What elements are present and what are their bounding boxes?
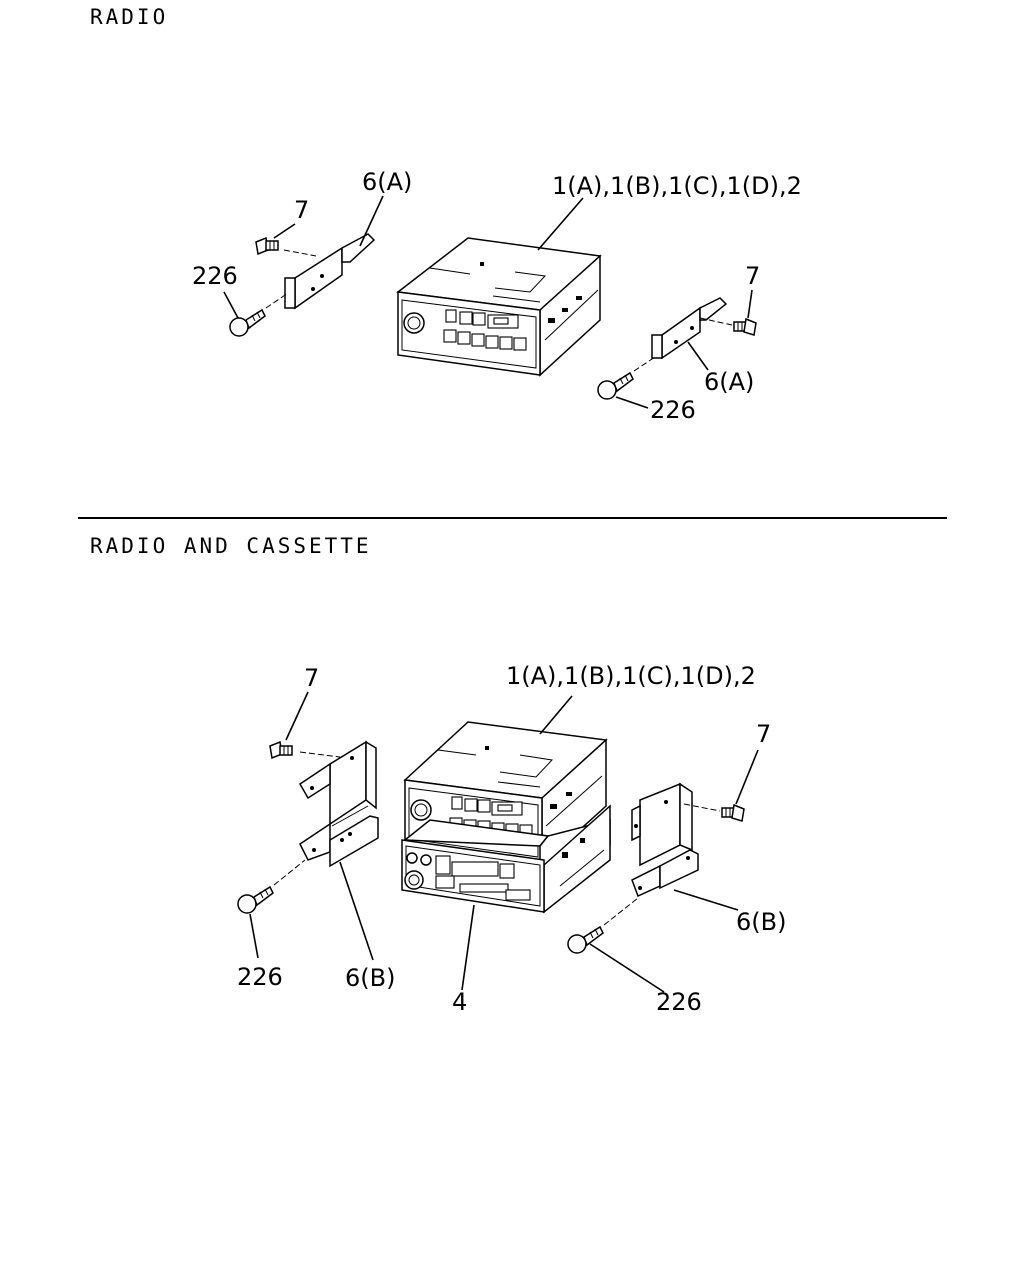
bracket-left xyxy=(284,233,376,310)
callout-bracket-left: 6(B) xyxy=(345,964,395,992)
screw-right-axis xyxy=(699,317,733,326)
leader-bolt-right xyxy=(615,396,649,409)
screw-right xyxy=(721,803,745,822)
radio-exploded-diagram: 1(A),1(B),1(C),1(D),2 6(A) 7 226 6(A) xyxy=(192,168,802,424)
bolt-right xyxy=(567,925,604,954)
callout-radio-unit: 1(A),1(B),1(C),1(D),2 xyxy=(552,172,802,200)
callout-screw-right: 7 xyxy=(756,720,771,748)
section-title-radio-and-cassette: RADIO AND CASSETTE xyxy=(90,534,372,558)
callout-radio-unit: 1(A),1(B),1(C),1(D),2 xyxy=(506,662,756,690)
leader-cassette-unit xyxy=(461,904,475,991)
screw-right xyxy=(733,317,757,336)
callout-bracket-right: 6(A) xyxy=(704,368,754,396)
leader-screw-right xyxy=(735,749,759,805)
callout-bolt-left: 226 xyxy=(192,262,238,290)
screw-left-axis xyxy=(299,751,341,758)
bolt-left xyxy=(229,308,266,337)
leader-bracket-right xyxy=(673,889,739,911)
leader-bolt-left xyxy=(223,291,239,319)
bracket-left xyxy=(299,740,379,868)
bracket-right xyxy=(651,297,728,360)
leader-bracket-left xyxy=(339,861,374,961)
radio-cassette-exploded-diagram: 1(A),1(B),1(C),1(D),2 4 6 xyxy=(237,662,786,1016)
screw-left xyxy=(255,236,279,256)
cassette-unit xyxy=(401,804,611,914)
bolt-right-axis xyxy=(603,897,639,926)
bolt-right-axis xyxy=(633,356,656,372)
bracket-right xyxy=(631,782,699,898)
leader-bracket-left xyxy=(359,195,384,247)
leader-screw-right xyxy=(747,289,753,319)
leader-bolt-left xyxy=(249,913,259,959)
leader-bracket-right xyxy=(687,341,709,371)
radio-unit xyxy=(396,237,602,377)
bolt-left-axis xyxy=(265,292,289,309)
section-title-radio: RADIO xyxy=(90,5,169,29)
callout-bracket-right: 6(B) xyxy=(736,908,786,936)
screw-left-axis xyxy=(283,249,317,257)
callout-bracket-left: 6(A) xyxy=(362,168,412,196)
callout-bolt-left: 226 xyxy=(237,963,283,991)
callout-screw-left: 7 xyxy=(304,664,319,692)
leader-bolt-right xyxy=(589,943,665,993)
leader-radio-unit xyxy=(537,197,584,251)
screw-left xyxy=(269,740,293,760)
callout-cassette-unit: 4 xyxy=(452,988,467,1016)
callout-bolt-right: 226 xyxy=(650,396,696,424)
leader-screw-left xyxy=(273,223,296,239)
leader-radio-unit xyxy=(539,695,573,735)
bolt-right xyxy=(597,371,634,400)
bolt-left xyxy=(237,885,274,914)
section-divider xyxy=(78,517,947,519)
leader-screw-left xyxy=(285,691,309,741)
callout-bolt-right: 226 xyxy=(656,988,702,1016)
bolt-left-axis xyxy=(273,859,306,886)
callout-screw-right: 7 xyxy=(745,262,760,290)
callout-screw-left: 7 xyxy=(294,196,309,224)
screw-right-axis xyxy=(683,803,721,812)
